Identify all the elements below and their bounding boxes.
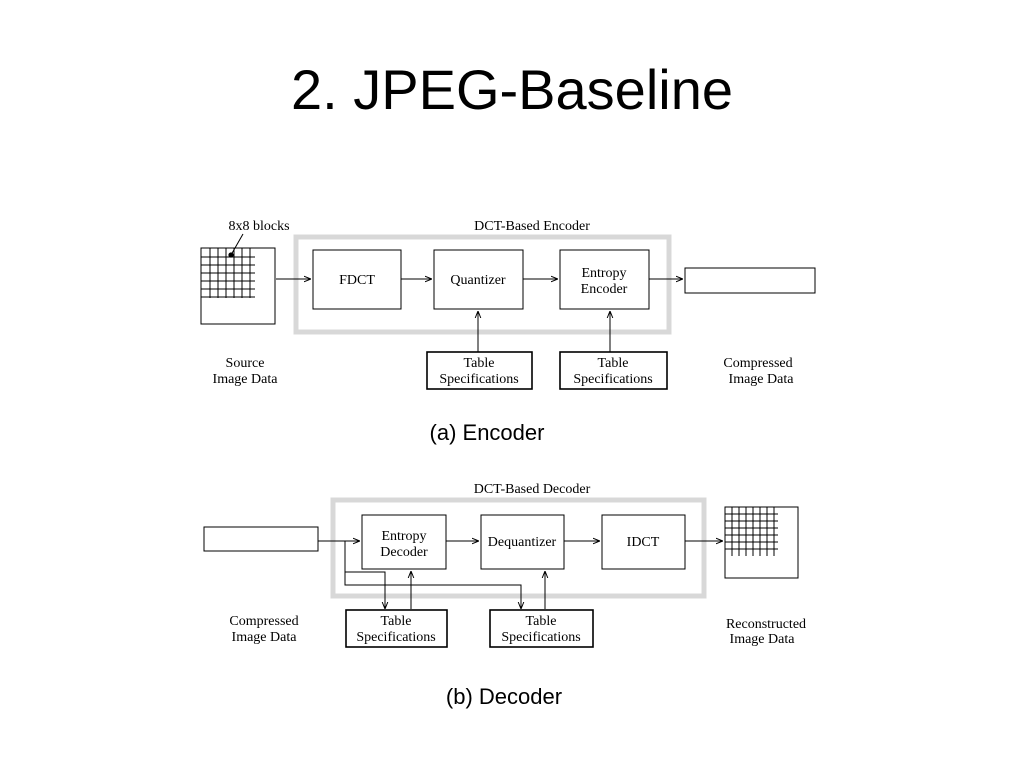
source-label-line1: Source	[226, 356, 265, 371]
decoder-table-spec-1-line1: Table	[381, 614, 412, 629]
decoder-diagram: DCT-Based Decoder Entropy Decoder Dequan…	[203, 482, 806, 648]
reconstructed-label-line1: Reconstructed	[726, 617, 806, 632]
encoder-table-spec-2-line2: Specifications	[573, 372, 652, 387]
blocks-label: 8x8 blocks	[228, 219, 289, 234]
reconstructed-label-line2: Image Data	[730, 632, 796, 647]
compressed-input-box	[203, 526, 319, 552]
source-label-line2: Image Data	[213, 372, 279, 387]
dequantizer-box	[480, 514, 565, 570]
entropy-encoder-label-line2: Encoder	[581, 282, 628, 297]
decoder-table-spec-1	[345, 609, 448, 648]
encoder-table-spec-1-line1: Table	[464, 356, 495, 371]
decoder-compressed-label-line2: Image Data	[232, 630, 298, 645]
arrow-header-to-table-1	[344, 541, 385, 609]
decoder-compressed-label-line1: Compressed	[229, 614, 298, 629]
encoder-diagram: 8x8 blocks DCT-Based Encoder FDCT Quant	[200, 219, 816, 390]
quantizer-label: Quantizer	[450, 273, 506, 288]
entropy-decoder-label-line2: Decoder	[380, 545, 428, 560]
entropy-decoder-box	[361, 514, 447, 570]
decoder-table-spec-2	[489, 609, 594, 648]
arrow-header-to-table-2	[344, 572, 521, 609]
entropy-encoder-label-line1: Entropy	[581, 266, 626, 281]
decoder-group-border	[330, 497, 707, 599]
encoder-table-spec-1-line2: Specifications	[439, 372, 518, 387]
encoder-compressed-label-line2: Image Data	[729, 372, 795, 387]
fdct-label: FDCT	[339, 273, 375, 288]
reconstructed-image-grid	[724, 506, 799, 579]
decoder-table-spec-2-line1: Table	[526, 614, 557, 629]
fdct-box	[312, 249, 402, 310]
idct-label: IDCT	[627, 535, 660, 550]
compressed-output-box	[684, 267, 816, 294]
decoder-group-label: DCT-Based Decoder	[474, 482, 591, 497]
entropy-decoder-label-line1: Entropy	[381, 529, 426, 544]
slide-title: 2. JPEG-Baseline	[291, 58, 733, 121]
encoder-table-spec-1	[426, 351, 533, 390]
encoder-group-label: DCT-Based Encoder	[474, 219, 590, 234]
decoder-caption: (b) Decoder	[445, 684, 563, 709]
decoder-table-spec-1-line2: Specifications	[356, 630, 435, 645]
encoder-group-border	[293, 234, 672, 335]
quantizer-box	[433, 249, 524, 310]
decoder-table-spec-2-line2: Specifications	[501, 630, 580, 645]
encoder-compressed-label-line1: Compressed	[723, 356, 792, 371]
encoder-table-spec-2	[559, 351, 668, 390]
source-image-grid	[200, 233, 276, 325]
encoder-table-spec-2-line1: Table	[598, 356, 629, 371]
encoder-caption: (a) Encoder	[429, 420, 545, 445]
idct-box	[601, 514, 686, 570]
entropy-encoder-box	[559, 249, 650, 310]
dequantizer-label: Dequantizer	[488, 535, 557, 550]
